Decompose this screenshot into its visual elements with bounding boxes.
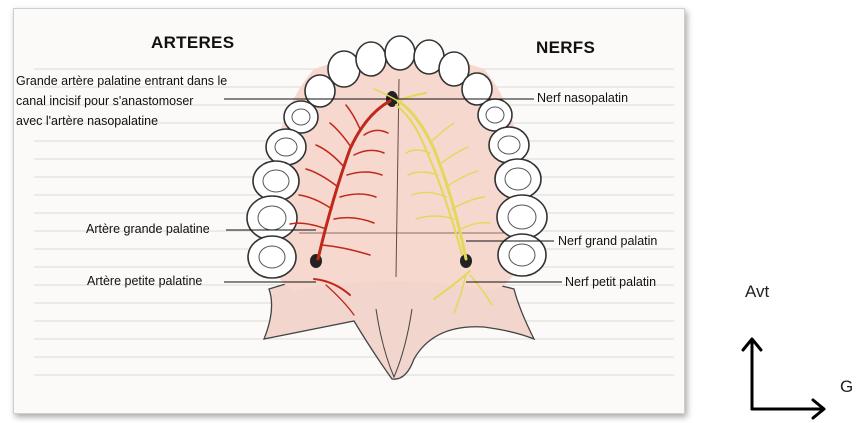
greater-palatine-nerve-label: Nerf grand palatin [558,231,657,251]
orientation-arrows [735,332,835,422]
lesser-palatine-artery-label: Artère petite palatine [87,271,202,291]
palate-figure: ARTERES NERFS Grande artère palatine ent… [13,8,685,414]
palate-illustration [14,9,684,413]
greater-palatine-artery-label: Artère grande palatine [86,219,210,239]
incisive-artery-label-line1: Grande artère palatine entrant dans le [16,71,256,91]
incisive-artery-label-line2: canal incisif pour s'anastomoser [16,91,256,111]
lesser-palatine-nerve-label: Nerf petit palatin [565,272,656,292]
nerves-heading: NERFS [536,38,595,58]
left-direction-label: G [840,377,853,397]
arteries-heading: ARTERES [151,33,234,53]
incisive-artery-label-line3: avec l'artère nasopalatine [16,111,256,131]
incisive-artery-label: Grande artère palatine entrant dans le c… [16,71,256,131]
forward-direction-label: Avt [745,282,769,302]
nasopalatine-nerve-label: Nerf nasopalatin [537,88,628,108]
